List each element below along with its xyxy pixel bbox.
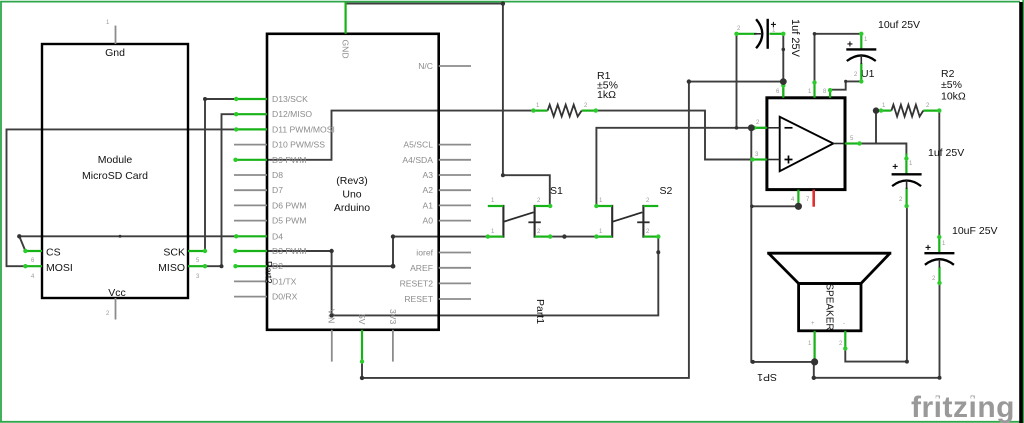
svg-text:1kΩ: 1kΩ bbox=[597, 89, 616, 101]
svg-text:1: 1 bbox=[808, 341, 812, 347]
svg-text:Part2: Part2 bbox=[263, 261, 274, 284]
svg-text:4: 4 bbox=[31, 274, 35, 280]
svg-text:GND: GND bbox=[341, 40, 351, 59]
svg-text:1: 1 bbox=[882, 103, 886, 109]
svg-text:D12/MISO: D12/MISO bbox=[272, 109, 312, 119]
svg-text:+: + bbox=[892, 162, 898, 173]
svg-text:Arduino: Arduino bbox=[334, 202, 370, 214]
svg-text:1: 1 bbox=[772, 28, 776, 34]
svg-text:D13/SCK: D13/SCK bbox=[272, 94, 308, 104]
svg-text:2: 2 bbox=[756, 120, 760, 126]
svg-text:D10 PWM/SS: D10 PWM/SS bbox=[272, 140, 325, 150]
svg-text:5: 5 bbox=[850, 136, 854, 142]
svg-text:6: 6 bbox=[31, 258, 35, 264]
svg-text:Gnd: Gnd bbox=[105, 47, 125, 59]
svg-text:Uno: Uno bbox=[342, 189, 361, 201]
svg-text:5: 5 bbox=[196, 258, 200, 264]
svg-text:1: 1 bbox=[491, 198, 495, 204]
svg-text:2: 2 bbox=[106, 311, 110, 317]
svg-text:Part1: Part1 bbox=[534, 299, 546, 324]
svg-text:A1: A1 bbox=[422, 200, 433, 210]
svg-text:2: 2 bbox=[854, 72, 858, 78]
svg-text:D6 PWM: D6 PWM bbox=[272, 200, 306, 210]
svg-text:D8: D8 bbox=[272, 170, 283, 180]
svg-text:1: 1 bbox=[536, 103, 540, 109]
svg-text:±5%: ±5% bbox=[941, 79, 962, 91]
svg-text:S1: S1 bbox=[550, 185, 563, 197]
svg-text:RESET2: RESET2 bbox=[400, 278, 434, 288]
svg-text:±5%: ±5% bbox=[597, 80, 618, 92]
svg-text:8: 8 bbox=[823, 89, 827, 95]
svg-text:+: + bbox=[847, 40, 853, 51]
svg-text:1: 1 bbox=[106, 20, 110, 26]
svg-text:1: 1 bbox=[491, 229, 495, 235]
svg-text:2: 2 bbox=[839, 341, 843, 347]
svg-text:D7: D7 bbox=[272, 185, 283, 195]
svg-text:fritzing: fritzing bbox=[911, 391, 1015, 423]
svg-text:MOSI: MOSI bbox=[46, 262, 73, 274]
svg-text:MISO: MISO bbox=[158, 262, 185, 274]
svg-text:A0: A0 bbox=[422, 216, 433, 226]
svg-text:2: 2 bbox=[537, 198, 541, 204]
svg-text:S2: S2 bbox=[660, 185, 673, 197]
svg-text:1: 1 bbox=[942, 241, 946, 247]
svg-text:Module: Module bbox=[98, 154, 133, 166]
svg-text:3: 3 bbox=[755, 152, 759, 158]
svg-text:3: 3 bbox=[196, 274, 200, 280]
svg-text:U1: U1 bbox=[861, 68, 875, 80]
svg-text:2: 2 bbox=[584, 103, 588, 109]
svg-text:2: 2 bbox=[899, 197, 903, 203]
svg-text:N/C: N/C bbox=[418, 61, 433, 71]
svg-text:3V3: 3V3 bbox=[388, 309, 398, 325]
svg-text:R1: R1 bbox=[597, 70, 611, 82]
svg-text:2: 2 bbox=[646, 198, 650, 204]
svg-text:+: + bbox=[925, 243, 931, 254]
svg-text:MicroSD Card: MicroSD Card bbox=[82, 170, 148, 182]
svg-text:D5 PWM: D5 PWM bbox=[272, 216, 306, 226]
svg-text:(Rev3): (Rev3) bbox=[336, 175, 368, 187]
svg-text:1: 1 bbox=[599, 229, 603, 235]
svg-text:SCK: SCK bbox=[163, 247, 185, 259]
svg-text:2: 2 bbox=[737, 26, 741, 32]
svg-text:A2: A2 bbox=[422, 185, 433, 195]
svg-text:2: 2 bbox=[926, 103, 930, 109]
svg-text:1: 1 bbox=[864, 37, 868, 43]
svg-text:10uf 25V: 10uf 25V bbox=[878, 19, 920, 31]
svg-text:D1/TX: D1/TX bbox=[272, 276, 297, 286]
svg-text:ioref: ioref bbox=[416, 248, 433, 258]
svg-text:Vcc: Vcc bbox=[108, 287, 126, 299]
svg-text:1: 1 bbox=[909, 161, 913, 167]
svg-text:+: + bbox=[811, 321, 815, 327]
svg-text:10kΩ: 10kΩ bbox=[941, 91, 966, 103]
svg-text:A4/SDA: A4/SDA bbox=[402, 155, 433, 165]
svg-text:D4: D4 bbox=[272, 231, 283, 241]
svg-text:+: + bbox=[771, 20, 777, 31]
svg-text:D0/RX: D0/RX bbox=[272, 292, 298, 302]
svg-text:R2: R2 bbox=[941, 68, 955, 80]
svg-text:7: 7 bbox=[806, 197, 810, 203]
svg-text:2: 2 bbox=[932, 276, 936, 282]
svg-text:AREF: AREF bbox=[410, 263, 433, 273]
svg-text:1: 1 bbox=[599, 198, 603, 204]
svg-text:SP1: SP1 bbox=[757, 371, 777, 383]
svg-text:RESET: RESET bbox=[404, 294, 433, 304]
svg-text:A3: A3 bbox=[422, 170, 433, 180]
svg-text:D3 PWM: D3 PWM bbox=[272, 246, 306, 256]
svg-text:5V: 5V bbox=[357, 314, 367, 325]
svg-text:D2: D2 bbox=[272, 261, 283, 271]
svg-text:6: 6 bbox=[776, 89, 780, 95]
svg-text:2: 2 bbox=[646, 229, 650, 235]
svg-text:2: 2 bbox=[537, 229, 541, 235]
svg-text:D11 PWM/MOSI: D11 PWM/MOSI bbox=[272, 124, 335, 134]
svg-text:SPEAKER: SPEAKER bbox=[824, 283, 835, 330]
svg-text:-: - bbox=[843, 321, 845, 327]
svg-text:1uf 25V: 1uf 25V bbox=[789, 19, 801, 58]
svg-text:10uF 25V: 10uF 25V bbox=[952, 225, 998, 237]
svg-text:4: 4 bbox=[791, 197, 795, 203]
svg-text:1: 1 bbox=[808, 89, 812, 95]
svg-text:A5/SCL: A5/SCL bbox=[403, 140, 433, 150]
svg-text:1uf 25V: 1uf 25V bbox=[928, 147, 964, 159]
svg-text:D9 PWM: D9 PWM bbox=[272, 155, 306, 165]
svg-text:CS: CS bbox=[46, 247, 61, 259]
